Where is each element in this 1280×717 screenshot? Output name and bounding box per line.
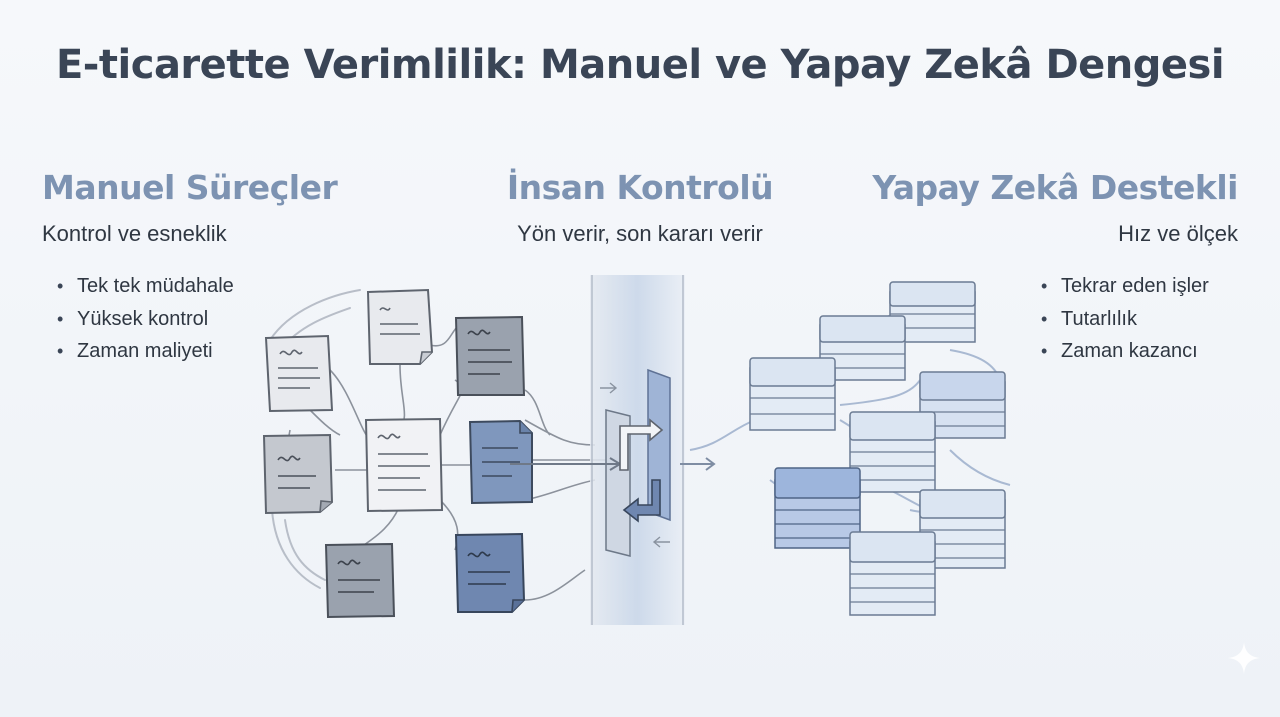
arrow-left-icon xyxy=(622,479,670,548)
process-diagram xyxy=(262,275,1011,625)
database-stack-icon xyxy=(919,371,1006,439)
document-icon xyxy=(262,433,334,515)
document-icon xyxy=(454,315,526,396)
database-stack-icon xyxy=(849,411,936,493)
database-stack-icon xyxy=(749,357,836,431)
manual-bullet: Yüksek kontrol xyxy=(57,303,234,336)
document-icon xyxy=(366,288,434,365)
manual-heading: Manuel Süreçler xyxy=(42,168,338,207)
ai-bullet: Tutarlılık xyxy=(1041,303,1209,336)
human-control-heading: İnsan Kontrolü xyxy=(506,168,774,207)
database-stack-icon xyxy=(919,489,1006,569)
page-title: E-ticarette Verimlilik: Manuel ve Yapay … xyxy=(55,42,1225,88)
ai-bullet: Zaman kazancı xyxy=(1041,335,1209,368)
ai-bullet: Tekrar eden işler xyxy=(1041,270,1209,303)
manual-bullet: Zaman maliyeti xyxy=(57,335,234,368)
ai-heading: Yapay Zekâ Destekli xyxy=(872,168,1238,207)
database-stack-icon xyxy=(819,315,906,381)
document-icon xyxy=(264,334,334,413)
ai-bullet-list: Tekrar eden işler Tutarlılık Zaman kazan… xyxy=(1041,270,1209,368)
database-stack-icon xyxy=(774,467,861,549)
database-stack-icon xyxy=(849,531,936,616)
human-control-gate xyxy=(590,275,685,625)
human-control-subtitle: Yön verir, son kararı verir xyxy=(517,221,763,246)
manual-subtitle: Kontrol ve esneklik xyxy=(42,221,227,246)
sparkle-icon xyxy=(1228,642,1260,674)
ai-subtitle: Hız ve ölçek xyxy=(1118,221,1238,246)
document-icon xyxy=(468,419,533,505)
manual-bullet: Tek tek müdahale xyxy=(57,270,234,303)
database-stack-icon xyxy=(889,281,976,343)
manual-bullet-list: Tek tek müdahale Yüksek kontrol Zaman ma… xyxy=(57,270,234,368)
document-icon xyxy=(364,417,444,513)
document-icon xyxy=(454,532,526,613)
document-icon xyxy=(324,542,396,619)
arrow-right-icon xyxy=(510,382,716,471)
